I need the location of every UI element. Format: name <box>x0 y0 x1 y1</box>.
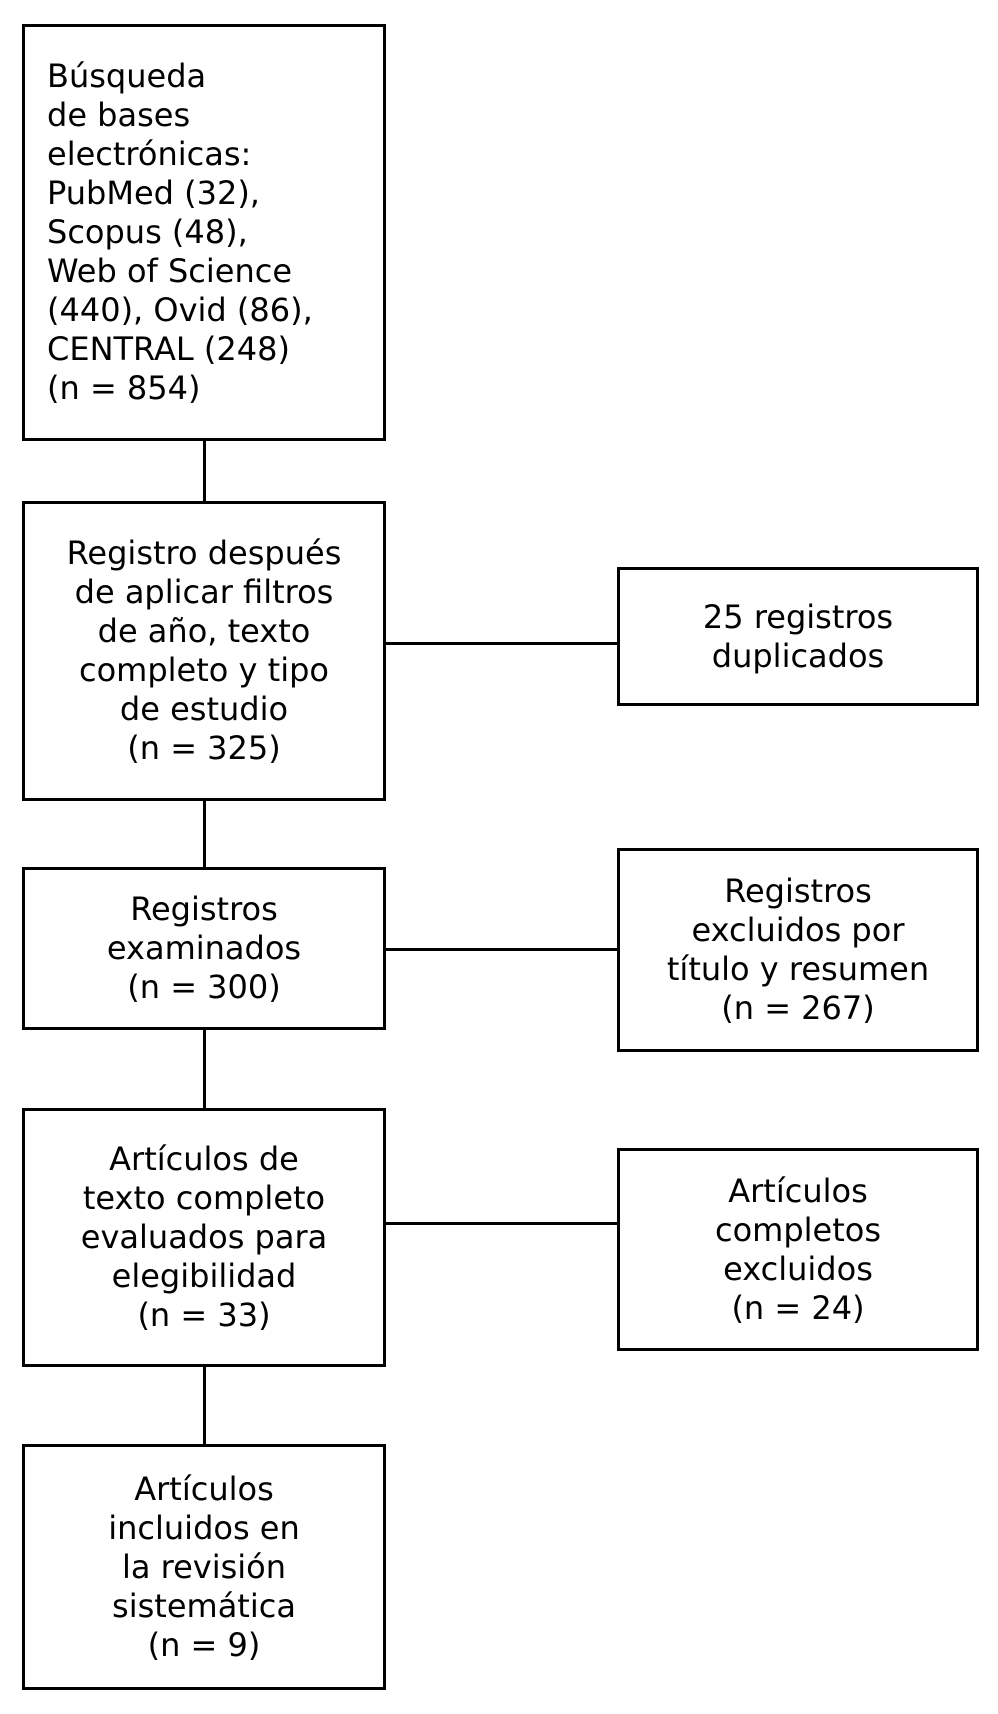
box-included-studies-text: Artículos incluidos en la revisión siste… <box>108 1469 300 1664</box>
box-filtered-records: Registro después de aplicar filtros de a… <box>22 501 386 801</box>
box-duplicates-removed-text: 25 registros duplicados <box>702 597 894 675</box>
box-filtered-records-text: Registro después de aplicar filtros de a… <box>66 534 342 767</box>
box-database-search-text: Búsqueda de bases electrónicas: PubMed (… <box>47 57 313 407</box>
box-excluded-title-abstract: Registros excluidos por título y resumen… <box>617 848 979 1052</box>
connector-horizontal-to-fulltext-excluded <box>386 1222 617 1225</box>
box-records-screened: Registros examinados (n = 300) <box>22 867 386 1030</box>
connector-vertical-filtered-to-screened <box>203 801 206 867</box>
connector-vertical-fulltext-to-included <box>203 1367 206 1444</box>
box-duplicates-removed: 25 registros duplicados <box>617 567 979 706</box>
box-excluded-title-abstract-text: Registros excluidos por título y resumen… <box>666 872 930 1027</box>
box-fulltext-assessed: Artículos de texto completo evaluados pa… <box>22 1108 386 1367</box>
box-database-search: Búsqueda de bases electrónicas: PubMed (… <box>22 24 386 441</box>
box-fulltext-assessed-text: Artículos de texto completo evaluados pa… <box>80 1140 328 1334</box>
box-fulltext-excluded: Artículos completos excluidos (n = 24) <box>617 1148 979 1351</box>
connector-vertical-search-to-filtered <box>203 441 206 501</box>
box-included-studies: Artículos incluidos en la revisión siste… <box>22 1444 386 1690</box>
connector-horizontal-to-excluded-title-abstract <box>386 948 617 951</box>
connector-horizontal-to-duplicates <box>386 642 617 645</box>
box-records-screened-text: Registros examinados (n = 300) <box>106 890 302 1006</box>
connector-vertical-screened-to-fulltext <box>203 1030 206 1108</box>
box-fulltext-excluded-text: Artículos completos excluidos (n = 24) <box>714 1171 882 1327</box>
